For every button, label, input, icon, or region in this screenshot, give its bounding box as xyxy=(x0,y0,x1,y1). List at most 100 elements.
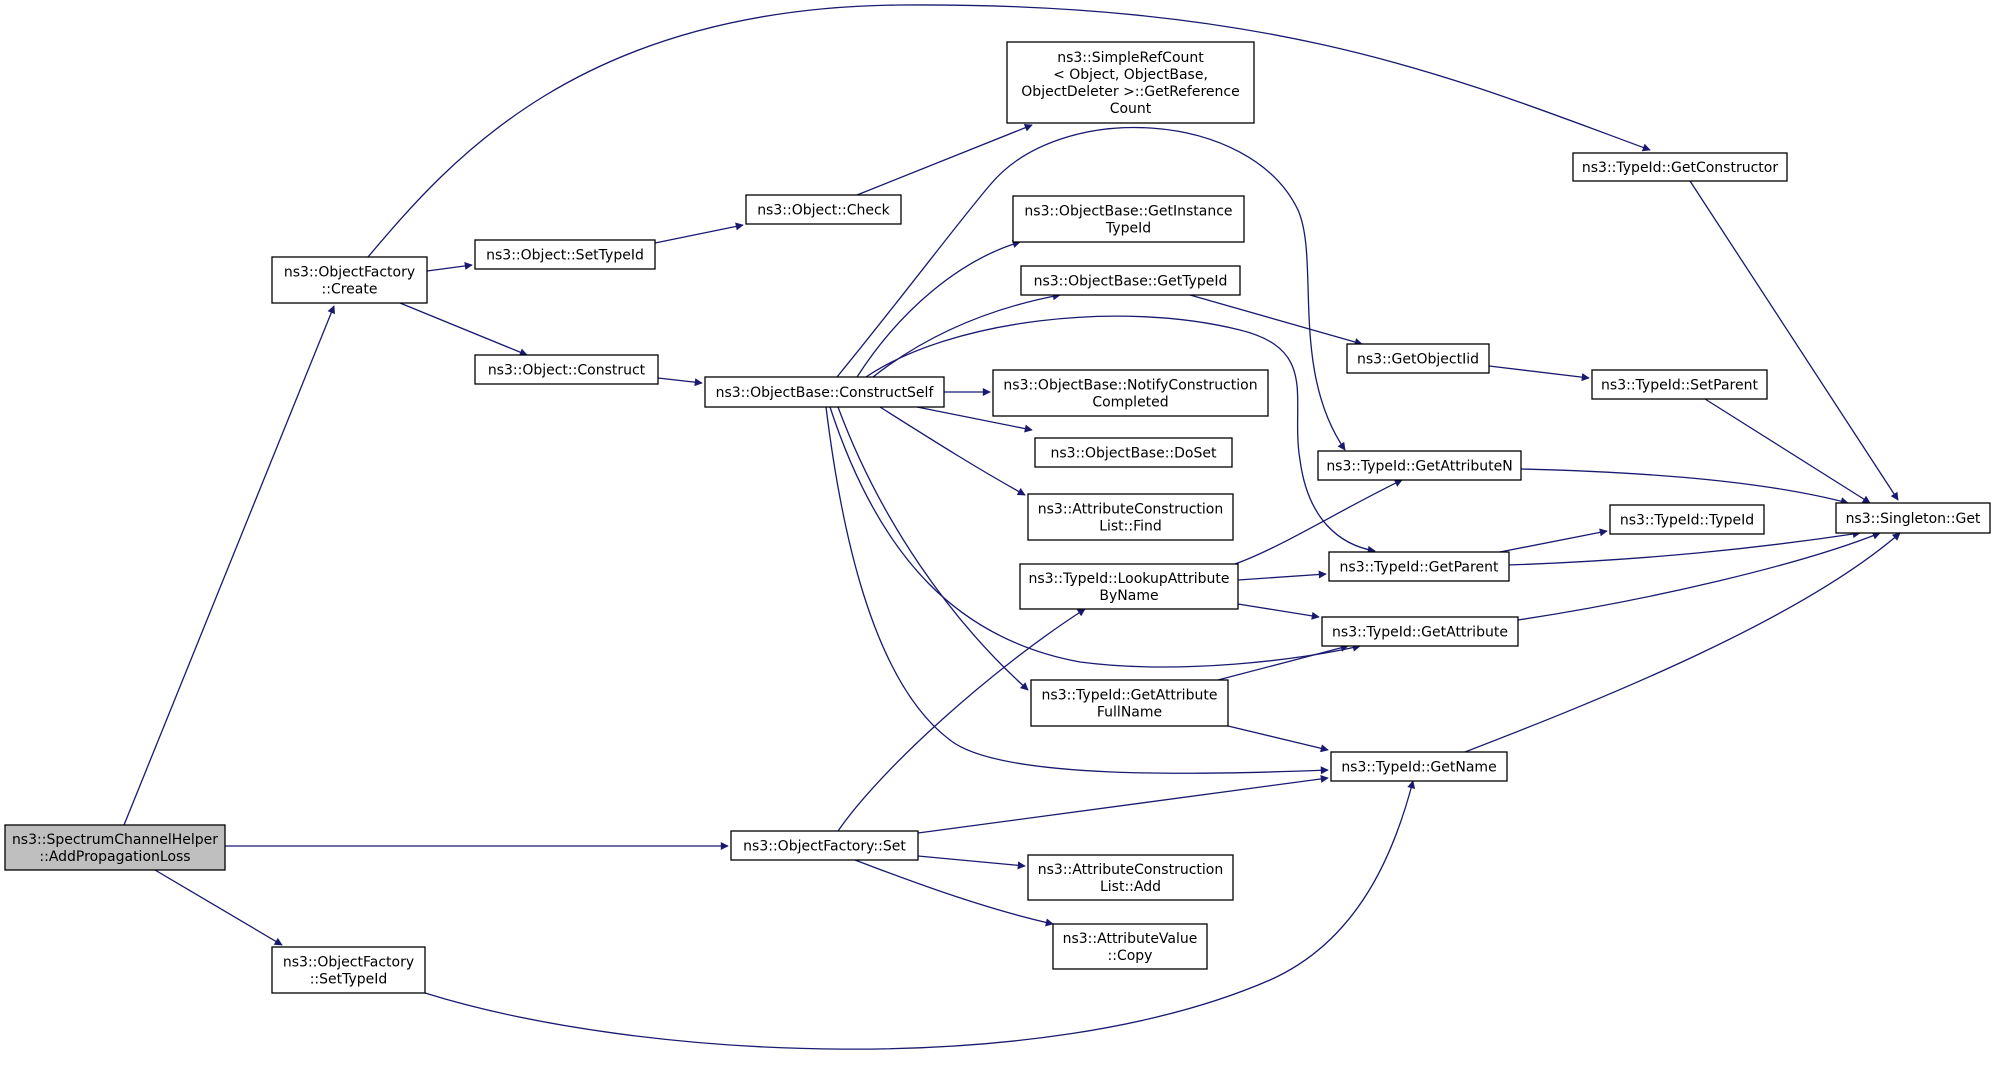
node-label: ns3::AttributeValue xyxy=(1063,931,1198,947)
node-label: ns3::TypeId::GetAttributeN xyxy=(1326,459,1512,475)
node-box[interactable] xyxy=(1330,751,1508,782)
node-ob-constructself[interactable]: ns3::ObjectBase::ConstructSelf xyxy=(704,376,945,408)
edge-tid_getattrfull-to-tid_getname xyxy=(1227,725,1329,753)
node-label: ns3::ObjectFactory::Set xyxy=(743,839,906,855)
node-obj-check[interactable]: ns3::Object::Check xyxy=(745,194,902,225)
node-box[interactable] xyxy=(1030,679,1229,727)
edge-ob_gettypeid-to-getobjectiid xyxy=(1189,294,1363,346)
node-obj-construct[interactable]: ns3::Object::Construct xyxy=(474,354,659,385)
node-av-copy[interactable]: ns3::AttributeValue::Copy xyxy=(1052,923,1208,970)
edge-ob_constructself-to-acl_find xyxy=(879,406,1026,496)
node-box[interactable] xyxy=(1020,265,1241,296)
node-label: ns3::TypeId::GetParent xyxy=(1340,560,1499,576)
node-label: ns3::ObjectBase::NotifyConstruction xyxy=(1003,378,1257,394)
edge-ob_constructself-to-tid_getattr xyxy=(829,406,1361,668)
node-box[interactable] xyxy=(992,369,1269,417)
edge-of_set-to-tid_lookup xyxy=(837,608,1086,832)
node-tid-typeid[interactable]: ns3::TypeId::TypeId xyxy=(1609,504,1765,535)
node-singleton-get[interactable]: ns3::Singleton::Get xyxy=(1835,502,1991,534)
node-box[interactable] xyxy=(474,354,659,385)
node-label: ::SetTypeId xyxy=(310,972,388,988)
node-label: ns3::ObjectBase::GetTypeId xyxy=(1034,274,1228,290)
node-box[interactable] xyxy=(1012,195,1245,243)
node-box[interactable] xyxy=(271,256,428,304)
node-label: ns3::TypeId::SetParent xyxy=(1601,378,1758,394)
node-tid-setparent[interactable]: ns3::TypeId::SetParent xyxy=(1591,369,1768,400)
edges-layer xyxy=(123,4,1901,1050)
node-of-settypeid[interactable]: ns3::ObjectFactory::SetTypeId xyxy=(271,946,426,994)
edge-tid_getconstructor-to-singleton_get xyxy=(1689,180,1899,501)
node-tid-getattrn[interactable]: ns3::TypeId::GetAttributeN xyxy=(1317,450,1522,481)
node-box[interactable] xyxy=(1346,343,1490,374)
node-ob-doset[interactable]: ns3::ObjectBase::DoSet xyxy=(1034,437,1233,468)
node-box[interactable] xyxy=(704,376,945,408)
node-tid-getparent[interactable]: ns3::TypeId::GetParent xyxy=(1328,551,1510,582)
node-box[interactable] xyxy=(1835,502,1991,534)
node-label: ns3::TypeId::GetConstructor xyxy=(1582,160,1778,176)
edge-of_create-to-obj_construct xyxy=(399,302,528,356)
node-tid-getattr[interactable]: ns3::TypeId::GetAttribute xyxy=(1321,616,1519,647)
node-label: List::Find xyxy=(1099,519,1162,535)
node-box[interactable] xyxy=(1027,493,1234,541)
edge-tid_getparent-to-tid_typeid xyxy=(1499,528,1608,553)
node-box[interactable] xyxy=(4,824,226,871)
node-box[interactable] xyxy=(1006,41,1255,124)
node-label: ns3::ObjectBase::DoSet xyxy=(1051,446,1217,462)
node-tid-getconstructor[interactable]: ns3::TypeId::GetConstructor xyxy=(1572,152,1788,182)
node-box[interactable] xyxy=(1034,437,1233,468)
node-box[interactable] xyxy=(1609,504,1765,535)
edge-root-to-of_create xyxy=(123,305,336,826)
node-getobjectiid[interactable]: ns3::GetObjectIid xyxy=(1346,343,1490,374)
node-of-set[interactable]: ns3::ObjectFactory::Set xyxy=(730,830,919,861)
node-of-create[interactable]: ns3::ObjectFactory::Create xyxy=(271,256,428,304)
node-box[interactable] xyxy=(1328,551,1510,582)
node-label: ns3::SimpleRefCount xyxy=(1057,50,1204,66)
node-obj-settypeid[interactable]: ns3::Object::SetTypeId xyxy=(474,239,656,270)
node-box[interactable] xyxy=(730,830,919,861)
edge-ob_constructself-to-ob_doset xyxy=(916,406,1033,433)
edge-of_set-to-acl_add xyxy=(917,855,1026,870)
node-ob-gettypeid[interactable]: ns3::ObjectBase::GetTypeId xyxy=(1020,265,1241,296)
node-root[interactable]: ns3::SpectrumChannelHelper::AddPropagati… xyxy=(4,824,226,871)
node-ob-notify[interactable]: ns3::ObjectBase::NotifyConstructionCompl… xyxy=(992,369,1269,417)
node-box[interactable] xyxy=(745,194,902,225)
edge-of_create-to-obj_settypeid xyxy=(426,261,473,272)
node-label: ns3::ObjectFactory xyxy=(283,955,414,971)
node-box[interactable] xyxy=(1027,854,1234,901)
node-box[interactable] xyxy=(1321,616,1519,647)
edge-ob_constructself-to-tid_getattrn xyxy=(836,127,1346,451)
node-label: TypeId xyxy=(1105,221,1151,237)
node-box[interactable] xyxy=(1019,563,1239,610)
node-label: ns3::AttributeConstruction xyxy=(1038,862,1223,878)
node-label: ns3::TypeId::TypeId xyxy=(1620,513,1754,529)
node-label: ns3::ObjectBase::GetInstance xyxy=(1024,204,1232,220)
node-label: ns3::ObjectFactory xyxy=(284,265,415,281)
edge-tid_getattrfull-to-tid_getattr xyxy=(1217,643,1349,681)
node-label: FullName xyxy=(1097,705,1162,721)
edge-tid_lookup-to-tid_getattrn xyxy=(1234,479,1403,565)
node-label: ns3::ObjectBase::ConstructSelf xyxy=(716,385,935,401)
edge-ob_constructself-to-tid_getparent xyxy=(865,315,1376,554)
edge-obj_construct-to-ob_constructself xyxy=(657,377,703,387)
edge-tid_getparent-to-singleton_get xyxy=(1508,530,1861,566)
node-box[interactable] xyxy=(271,946,426,994)
node-box[interactable] xyxy=(1052,923,1208,970)
node-box[interactable] xyxy=(1572,152,1788,182)
node-box[interactable] xyxy=(1591,369,1768,400)
edge-tid_getattr-to-singleton_get xyxy=(1517,531,1881,621)
node-refcount[interactable]: ns3::SimpleRefCount< Object, ObjectBase,… xyxy=(1006,41,1255,124)
node-box[interactable] xyxy=(1317,450,1522,481)
edge-obj_check-to-refcount xyxy=(856,123,1033,196)
node-label: ns3::Singleton::Get xyxy=(1846,511,1981,527)
node-box[interactable] xyxy=(474,239,656,270)
edge-tid_lookup-to-tid_getparent xyxy=(1237,570,1327,581)
edge-ob_constructself-to-tid_getattrfull xyxy=(837,406,1029,691)
node-tid-getname[interactable]: ns3::TypeId::GetName xyxy=(1330,751,1508,782)
edge-of_create-to-tid_getconstructor xyxy=(367,4,1651,258)
